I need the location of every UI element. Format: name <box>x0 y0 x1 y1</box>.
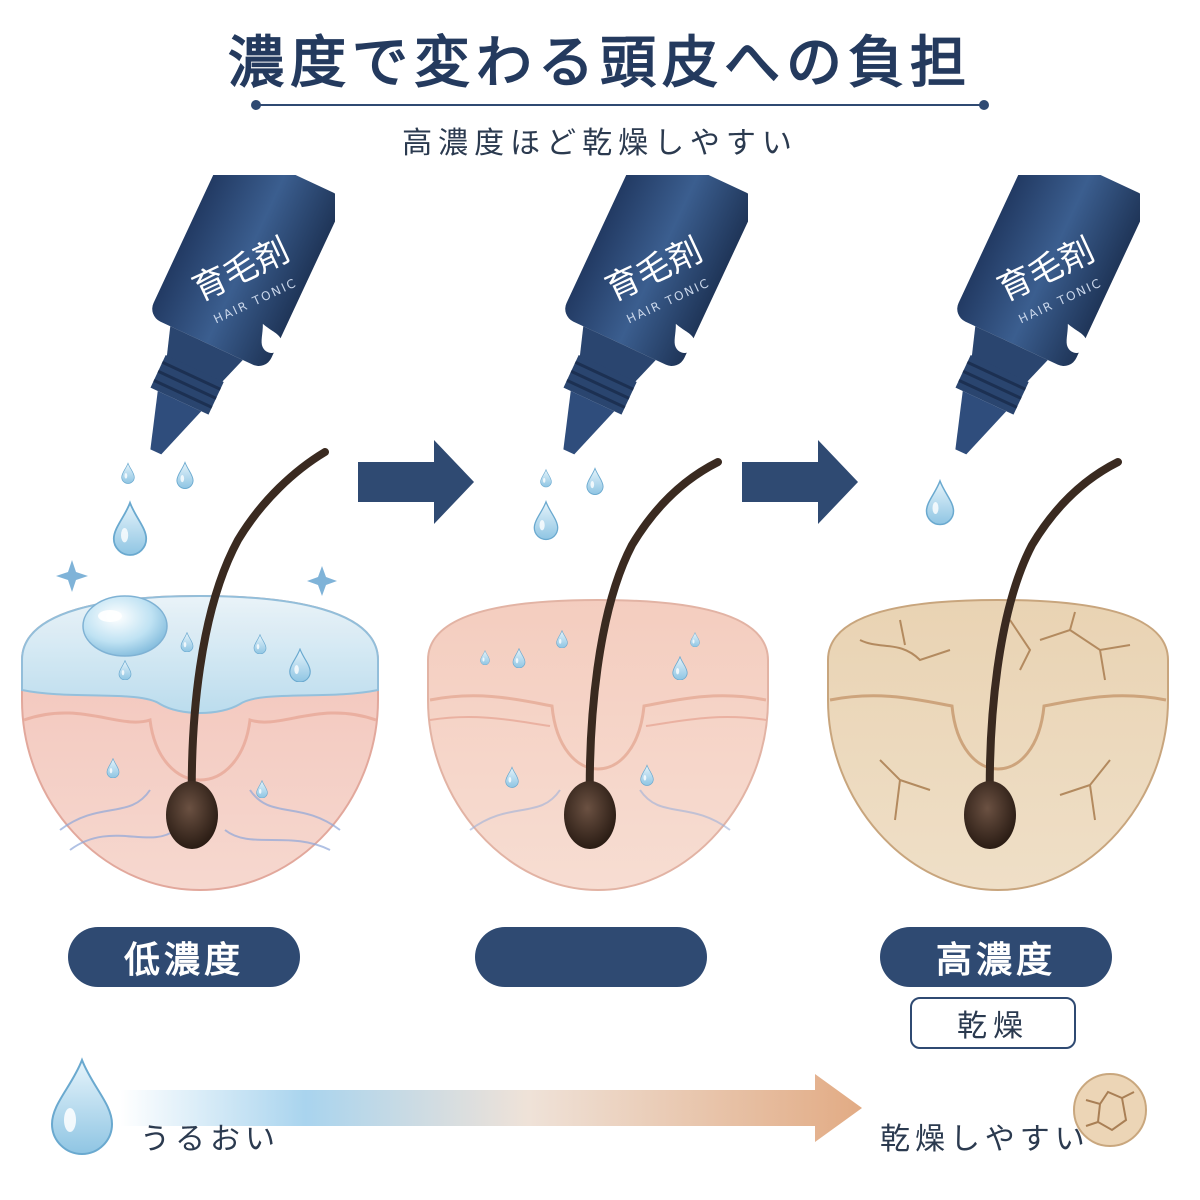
scale-right-label: 乾燥しやすい <box>880 1122 1090 1157</box>
falling-drops-low <box>112 461 194 556</box>
stage-label-low: 低濃度 <box>68 927 300 987</box>
scale-left-label: うるおい <box>140 1122 280 1157</box>
hair-strands <box>166 448 1122 849</box>
drop-icon <box>1066 323 1087 353</box>
water-drop-icon <box>50 1057 114 1155</box>
page-subtitle: 高濃度ほど乾燥しやすい <box>402 126 798 161</box>
falling-drops-high <box>925 480 955 526</box>
dry-tag: 乾燥 <box>910 997 1076 1049</box>
dry-skin-icon <box>1073 1073 1147 1147</box>
drop-icon <box>674 323 695 353</box>
stage-label-high: 高濃度 <box>880 927 1112 987</box>
falling-drops-mid <box>533 467 604 541</box>
stage-label-mid <box>475 927 707 987</box>
scalp-mid <box>427 598 769 892</box>
moisture-scale-arrow <box>120 1074 862 1142</box>
title-divider <box>251 100 989 110</box>
drop-icon <box>261 323 282 353</box>
scalp-high <box>827 598 1169 892</box>
arrow-right-icon <box>358 440 858 524</box>
sparkle-icon <box>56 560 337 596</box>
page-title: 濃度で変わる頭皮への負担 <box>228 30 972 96</box>
